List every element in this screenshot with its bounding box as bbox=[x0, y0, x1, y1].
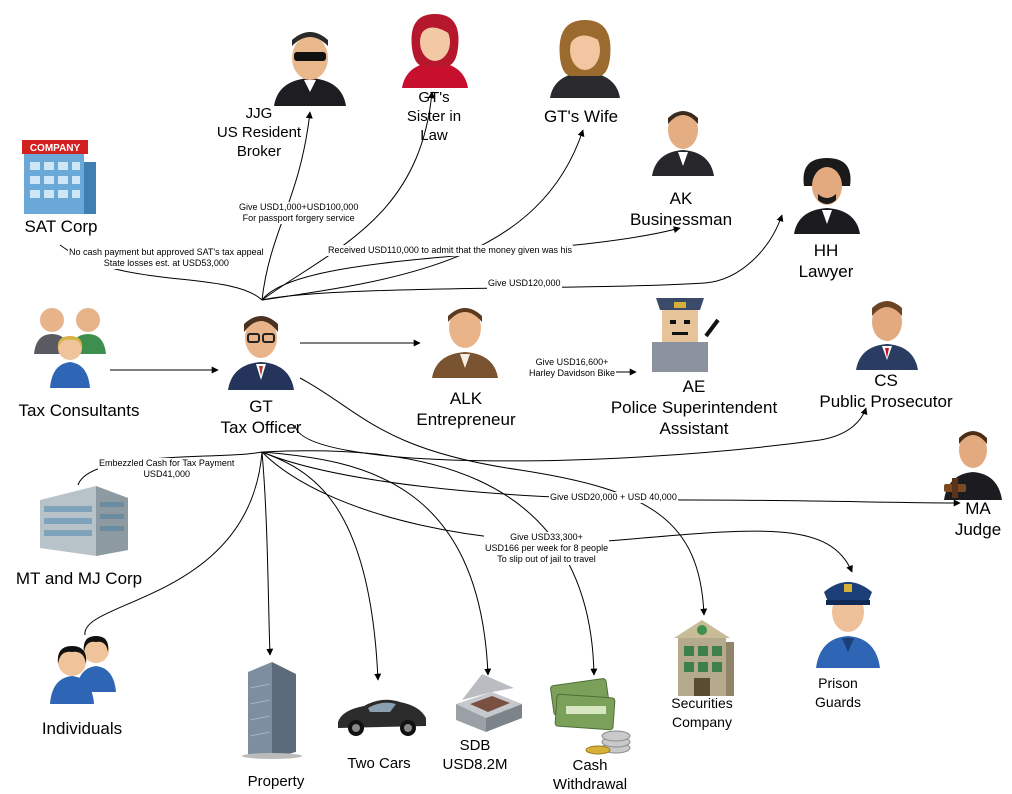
judge-icon bbox=[944, 431, 1002, 500]
police-officer-icon bbox=[652, 298, 720, 372]
two-people-icon bbox=[50, 636, 116, 704]
edge-gt-hh bbox=[261, 214, 784, 301]
edge-gt-sdb bbox=[261, 451, 492, 676]
label-wife: GT's Wife bbox=[543, 107, 619, 126]
edge-gt-sister bbox=[261, 91, 435, 301]
label-individuals: Individuals bbox=[41, 719, 123, 738]
skyscraper-icon bbox=[242, 662, 302, 759]
company-sign-text: COMPANY bbox=[30, 143, 81, 154]
edge-label-hh: Give USD120,000 bbox=[487, 278, 562, 289]
edge-label-ak: Received USD110,000 to admit that the mo… bbox=[327, 245, 573, 256]
label-property: Property bbox=[247, 773, 305, 790]
broker-icon bbox=[274, 32, 346, 106]
company-building-icon: COMPANY bbox=[22, 140, 96, 214]
tax-officer-icon bbox=[228, 316, 294, 390]
edge-label-guards: Give USD33,300+USD166 per week for 8 peo… bbox=[484, 532, 610, 565]
label-mtmj: MT and MJ Corp bbox=[15, 569, 143, 588]
edge-gt-guards bbox=[261, 451, 853, 573]
edge-gt-cs bbox=[294, 407, 868, 462]
office-building-icon bbox=[40, 486, 128, 556]
edge-label-ae: Give USD16,600+Harley Davidson Bike bbox=[528, 357, 617, 379]
bank-building-icon bbox=[674, 620, 734, 696]
sports-car-icon bbox=[338, 699, 426, 736]
businessman-icon bbox=[652, 111, 714, 176]
safe-deposit-box-icon bbox=[456, 674, 522, 732]
woman-icon bbox=[550, 20, 620, 98]
edge-ind-gt bbox=[84, 451, 263, 636]
woman-red-icon bbox=[402, 14, 468, 88]
prosecutor-icon bbox=[856, 301, 918, 370]
edge-gt-ak bbox=[261, 226, 681, 301]
edge-gt-property bbox=[261, 451, 274, 656]
edge-gt-cash bbox=[261, 450, 598, 676]
prison-guard-icon bbox=[816, 582, 880, 668]
cash-stack-icon bbox=[550, 678, 631, 755]
label-satcorp: SAT Corp bbox=[24, 217, 98, 236]
entrepreneur-icon bbox=[432, 308, 498, 378]
label-cars: Two Cars bbox=[347, 755, 411, 772]
edge-label-sat: No cash payment but approved SAT's tax a… bbox=[68, 247, 265, 269]
people-group-icon bbox=[34, 308, 106, 388]
edge-gt-securities bbox=[299, 377, 708, 616]
lawyer-icon bbox=[794, 158, 860, 234]
edge-gt-cars bbox=[261, 451, 382, 681]
edge-label-ma: Give USD20,000 + USD 40,000 bbox=[549, 492, 678, 503]
label-taxcons: Tax Consultants bbox=[18, 401, 140, 420]
